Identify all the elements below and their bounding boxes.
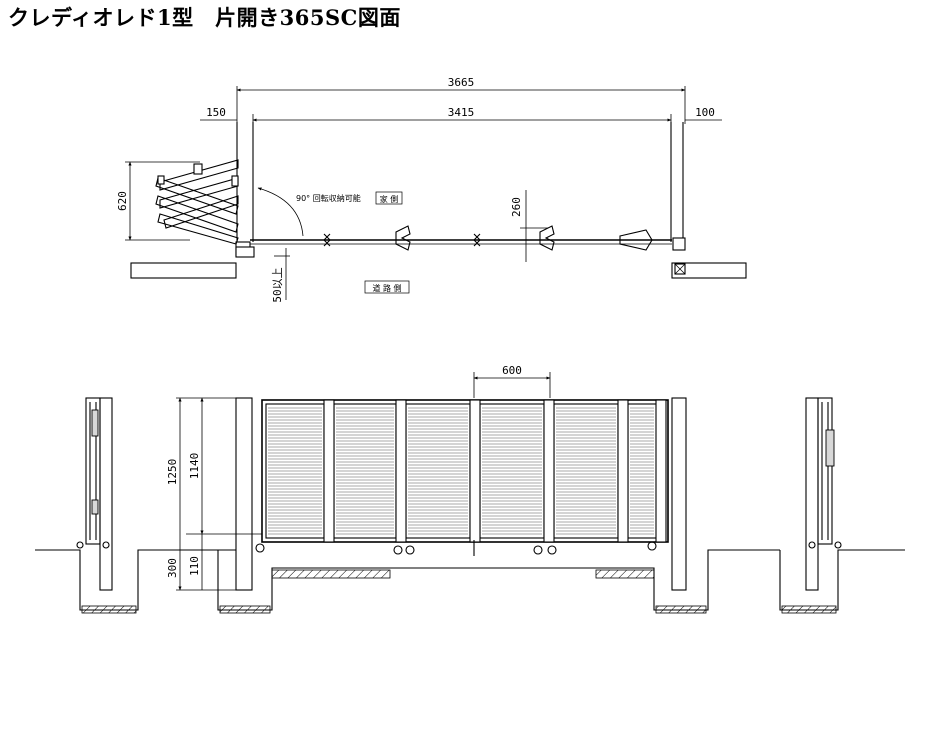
plan-dimensions: 3415 3665 150 100 620 260 50以上 90° 回転収納可… (116, 76, 722, 303)
dim-gate-offset: 260 (510, 197, 523, 217)
plan-road-curbs (130, 262, 747, 279)
elevation-ground (35, 549, 905, 614)
dim-clearance: 50以上 (271, 267, 284, 302)
dim-panel-pitch: 600 (502, 364, 522, 377)
gate-casters (255, 540, 657, 556)
dim-fold-depth: 620 (116, 191, 129, 211)
elevation-view: 600 1250 1140 300 110 (35, 364, 905, 614)
dim-embed-depth: 300 (166, 558, 179, 578)
gate-hinges (323, 399, 667, 543)
dim-left-offset: 150 (206, 106, 226, 119)
plan-gate-frame (235, 122, 686, 275)
plan-gate-extended (250, 225, 672, 251)
plan-view: 3415 3665 150 100 620 260 50以上 90° 回転収納可… (116, 76, 747, 303)
drawing-title: クレディオレド1型 片開き365SC図面 (8, 5, 401, 30)
note-rotation: 90° 回転収納可能 (296, 193, 361, 203)
label-house-side: 家 側 (380, 194, 399, 204)
plan-folded-stack (155, 159, 239, 245)
dim-right-offset: 100 (695, 106, 715, 119)
dim-panel-height: 1140 (188, 453, 201, 480)
elevation-side-left (76, 397, 110, 549)
dim-overall-height: 1250 (166, 459, 179, 486)
elevation-gate (255, 399, 669, 556)
elevation-posts (99, 397, 819, 591)
dim-ground-gap: 110 (188, 556, 201, 576)
dim-overall: 3665 (448, 76, 475, 89)
dim-span: 3415 (448, 106, 475, 119)
elevation-side-right (808, 397, 842, 549)
elevation-dimensions: 600 1250 1140 300 110 (166, 364, 551, 591)
label-road-side: 道 路 側 (372, 283, 401, 293)
